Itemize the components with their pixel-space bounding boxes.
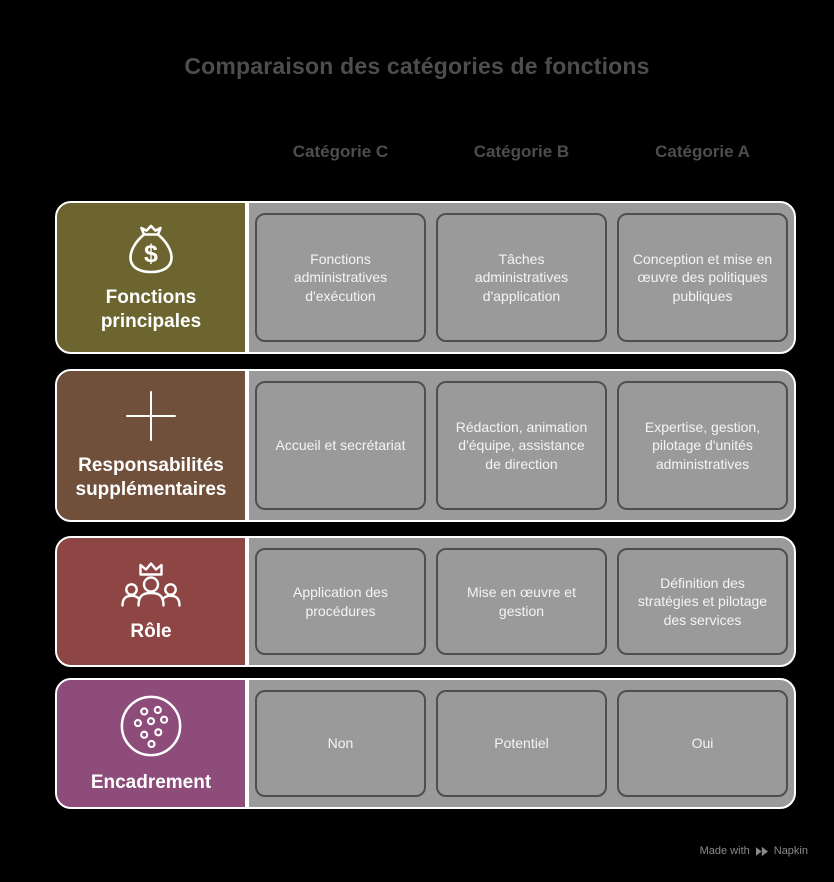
table-row-fonctions-principales: $ Fonctions principales Fonctions admini…	[55, 201, 796, 354]
row-label-text: Fonctions principales	[100, 286, 202, 332]
row-label-encadrement: Encadrement	[57, 680, 249, 807]
cell-a-fonctions-principales: Conception et mise en œuvre des politiqu…	[617, 213, 788, 342]
cell-b-encadrement: Potentiel	[436, 690, 607, 797]
crown-team-icon	[121, 560, 181, 608]
cell-a-encadrement: Oui	[617, 690, 788, 797]
table-row-role: Rôle Application des procédures Mise en …	[55, 536, 796, 667]
row-cells: Application des procédures Mise en œuvre…	[249, 538, 794, 665]
plus-icon	[125, 390, 177, 442]
cell-b-responsabilites: Rédaction, animation d'équipe, assistanc…	[436, 381, 607, 510]
column-header-categorie-a: Catégorie A	[655, 142, 750, 161]
cell-b-role: Mise en œuvre et gestion	[436, 548, 607, 655]
cell-b-fonctions-principales: Tâches administratives d'application	[436, 213, 607, 342]
cell-c-role: Application des procédures	[255, 548, 426, 655]
cell-a-role: Définition des stratégies et pilotage de…	[617, 548, 788, 655]
row-label-text: Responsabilités supplémentaires	[75, 454, 227, 500]
cell-c-responsabilites: Accueil et secrétariat	[255, 381, 426, 510]
column-headers: Catégorie C Catégorie B Catégorie A	[55, 142, 796, 162]
column-header-categorie-b: Catégorie B	[473, 142, 570, 161]
column-header-categorie-c: Catégorie C	[292, 142, 389, 161]
napkin-credit: Made with Napkin	[700, 845, 808, 857]
row-cells: Fonctions administratives d'exécution Tâ…	[249, 203, 794, 352]
table-row-responsabilites-supplementaires: Responsabilités supplémentaires Accueil …	[55, 369, 796, 522]
row-label-fonctions-principales: $ Fonctions principales	[57, 203, 249, 352]
cookie-icon	[118, 693, 184, 759]
svg-text:$: $	[144, 240, 158, 268]
page-title: Comparaison des catégories de fonctions	[184, 53, 650, 79]
row-label-text: Rôle	[130, 620, 172, 642]
table-row-encadrement: Encadrement Non Potentiel Oui	[55, 678, 796, 809]
napkin-logo-icon	[755, 846, 769, 857]
cell-c-encadrement: Non	[255, 690, 426, 797]
made-with-label: Made with	[699, 845, 750, 857]
row-label-role: Rôle	[57, 538, 249, 665]
money-bag-icon: $	[123, 222, 179, 274]
row-label-responsabilites: Responsabilités supplémentaires	[57, 371, 249, 520]
brand-label: Napkin	[773, 845, 808, 857]
cell-a-responsabilites: Expertise, gestion, pilotage d'unités ad…	[617, 381, 788, 510]
row-cells: Non Potentiel Oui	[249, 680, 794, 807]
cell-c-fonctions-principales: Fonctions administratives d'exécution	[255, 213, 426, 342]
row-label-text: Encadrement	[90, 771, 212, 793]
row-cells: Accueil et secrétariat Rédaction, animat…	[249, 371, 794, 520]
comparison-table: $ Fonctions principales Fonctions admini…	[55, 201, 796, 809]
